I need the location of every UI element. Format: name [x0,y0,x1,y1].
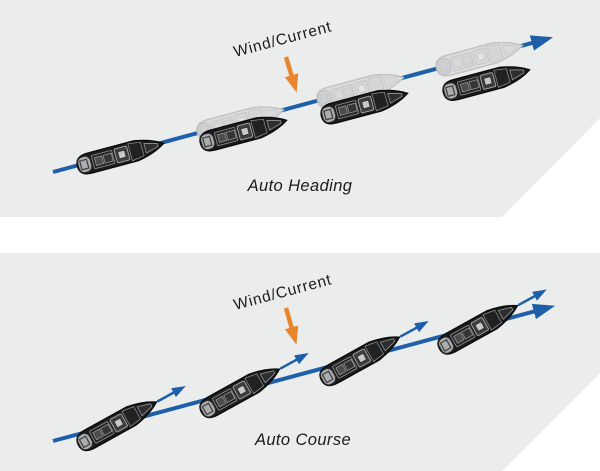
heading-arrow-icon [517,289,547,307]
auto-course-panel: Wind/Current Auto Course [0,253,600,471]
heading-arrow-icon [279,353,309,370]
auto-heading-caption: Auto Heading [247,177,353,195]
auto-heading-panel: Wind/Current Auto Heading [0,0,600,217]
wind-arrow-icon [283,56,299,93]
wind-arrow-icon [283,307,299,345]
heading-arrow-icon [156,385,186,403]
heading-arrow-icon [399,321,429,338]
auto-course-caption: Auto Course [254,431,351,449]
